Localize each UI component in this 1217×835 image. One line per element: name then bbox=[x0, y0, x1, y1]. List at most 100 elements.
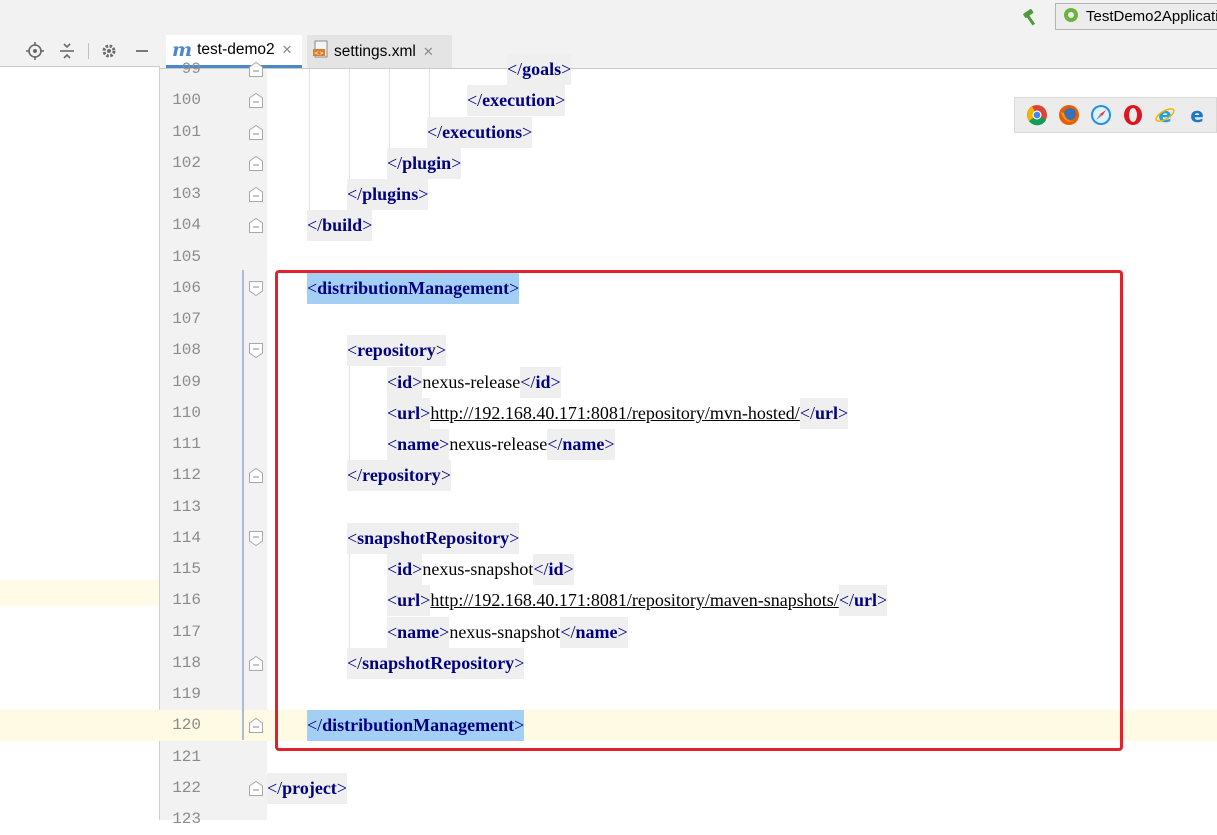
code-line[interactable]: 110<url>http://192.168.40.171:8081/repos… bbox=[0, 397, 1217, 429]
line-number: 106 bbox=[172, 278, 201, 297]
code-line[interactable]: 101</executions> bbox=[0, 116, 1217, 148]
code-text: </plugins> bbox=[347, 179, 429, 210]
xml-tag-name: plugin bbox=[402, 152, 452, 173]
svg-text:e: e bbox=[1158, 104, 1172, 126]
code-line[interactable]: 109<id>nexus-release</id> bbox=[0, 366, 1217, 398]
run-configuration-selector[interactable]: TestDemo2Applicatic bbox=[1055, 3, 1217, 30]
fold-end-icon[interactable] bbox=[248, 92, 264, 109]
fold-end-icon[interactable] bbox=[248, 124, 264, 141]
code-line[interactable]: 118</snapshotRepository> bbox=[0, 647, 1217, 679]
line-number: 114 bbox=[172, 528, 201, 547]
run-configuration-label: TestDemo2Applicatic bbox=[1086, 8, 1217, 25]
code-line[interactable]: 113 bbox=[0, 492, 1217, 523]
xml-tag-name: execution bbox=[482, 90, 556, 111]
line-number: 100 bbox=[172, 91, 201, 110]
xml-tag-name: snapshotRepository bbox=[357, 527, 510, 548]
code-text: </distributionManagement> bbox=[307, 710, 525, 742]
xml-file-icon: <> bbox=[313, 40, 329, 63]
code-line[interactable]: 102</plugin> bbox=[0, 147, 1217, 179]
code-line[interactable]: 104 </build> bbox=[0, 210, 1217, 242]
fold-end-icon[interactable] bbox=[248, 61, 264, 78]
code-line[interactable]: 120</distributionManagement> bbox=[0, 710, 1217, 742]
xml-tag-name: url bbox=[397, 402, 421, 423]
close-icon[interactable]: ✕ bbox=[422, 43, 434, 59]
fold-end-icon[interactable] bbox=[248, 186, 264, 203]
xml-tag: </repository> bbox=[347, 460, 451, 492]
code-line[interactable]: 114<snapshotRepository> bbox=[0, 522, 1217, 554]
close-icon[interactable]: ✕ bbox=[281, 42, 293, 57]
url-link[interactable]: http://192.168.40.171:8081/repository/mv… bbox=[430, 402, 800, 423]
xml-tag-name: url bbox=[853, 590, 877, 611]
internet-explorer-icon[interactable]: e bbox=[1153, 103, 1177, 127]
code-line[interactable]: 122</project> bbox=[0, 772, 1217, 804]
xml-tag-name: plugins bbox=[362, 184, 419, 204]
code-line[interactable]: 105 bbox=[0, 242, 1217, 273]
editor-tab-bar: m test-demo2 ✕ <> settings.xml ✕ bbox=[160, 35, 1217, 69]
fold-end-icon[interactable] bbox=[248, 780, 264, 797]
fold-end-icon[interactable] bbox=[248, 217, 264, 234]
code-line[interactable]: 106 <distributionManagement> bbox=[0, 272, 1217, 304]
xml-tag-name: name bbox=[397, 434, 440, 454]
xml-tag: </snapshotRepository> bbox=[347, 647, 525, 679]
text-value: nexus-snapshot bbox=[449, 621, 561, 642]
hide-panel-icon[interactable] bbox=[132, 41, 152, 61]
xml-tag: <id> bbox=[387, 366, 423, 398]
code-text: <name>nexus-release</name> bbox=[387, 429, 615, 460]
tab-test-demo2[interactable]: m test-demo2 ✕ bbox=[166, 35, 302, 68]
xml-tag-name: distributionManagement bbox=[322, 715, 515, 736]
collapse-all-icon[interactable] bbox=[57, 41, 77, 61]
code-line[interactable]: 111<name>nexus-release</name> bbox=[0, 429, 1217, 460]
locate-file-icon[interactable] bbox=[25, 41, 45, 61]
fold-marker-icon[interactable] bbox=[248, 280, 264, 297]
scope-indicator bbox=[242, 270, 244, 740]
fold-end-icon[interactable] bbox=[248, 155, 264, 172]
chrome-icon[interactable] bbox=[1025, 103, 1049, 127]
code-line[interactable]: 119 bbox=[0, 679, 1217, 710]
code-line[interactable]: 116<url>http://192.168.40.171:8081/repos… bbox=[0, 585, 1217, 617]
fold-marker-icon[interactable] bbox=[248, 530, 264, 547]
build-hammer-icon[interactable] bbox=[1020, 6, 1042, 28]
code-line[interactable]: 100</execution> bbox=[0, 85, 1217, 117]
indent-guide bbox=[309, 69, 310, 224]
fold-end-icon[interactable] bbox=[248, 467, 264, 484]
code-line[interactable]: 103</plugins> bbox=[0, 179, 1217, 210]
xml-tag: <repository> bbox=[347, 335, 446, 367]
xml-tag: </distributionManagement> bbox=[307, 710, 525, 742]
code-line[interactable]: 117<name>nexus-snapshot</name> bbox=[0, 616, 1217, 648]
firefox-icon[interactable] bbox=[1057, 103, 1081, 127]
xml-tag: <name> bbox=[387, 616, 450, 648]
panel-divider[interactable] bbox=[159, 67, 160, 820]
xml-tag-name: name bbox=[575, 621, 618, 642]
code-line[interactable]: 108<repository> bbox=[0, 335, 1217, 367]
tab-settings-xml[interactable]: <> settings.xml ✕ bbox=[307, 35, 452, 68]
indent-guide bbox=[349, 553, 350, 653]
edge-icon[interactable]: e bbox=[1185, 103, 1209, 127]
line-number: 102 bbox=[172, 153, 201, 172]
text-value: nexus-release bbox=[449, 434, 548, 454]
fold-end-icon[interactable] bbox=[248, 717, 264, 734]
code-text: </executions> bbox=[427, 116, 533, 148]
code-line[interactable]: 99</goals> bbox=[0, 54, 1217, 85]
code-text: <distributionManagement> bbox=[307, 272, 520, 304]
url-link[interactable]: http://192.168.40.171:8081/repository/ma… bbox=[430, 590, 839, 611]
line-number: 99 bbox=[181, 60, 201, 78]
gear-icon[interactable] bbox=[99, 41, 119, 61]
opera-icon[interactable] bbox=[1121, 103, 1145, 127]
svg-text:<>: <> bbox=[314, 50, 324, 57]
fold-end-icon[interactable] bbox=[248, 655, 264, 672]
xml-tag: </build> bbox=[307, 210, 373, 242]
xml-tag-name: url bbox=[814, 402, 838, 423]
line-number: 104 bbox=[172, 216, 201, 235]
code-line[interactable]: 115<id>nexus-snapshot</id> bbox=[0, 554, 1217, 585]
xml-tag: </url> bbox=[799, 397, 849, 429]
line-number: 119 bbox=[172, 685, 201, 703]
fold-marker-icon[interactable] bbox=[248, 342, 264, 359]
xml-tag: </name> bbox=[547, 429, 615, 460]
line-number: 112 bbox=[172, 466, 201, 485]
xml-tag: </url> bbox=[838, 585, 888, 617]
code-line[interactable]: 121 bbox=[0, 742, 1217, 773]
code-line[interactable]: 112 </repository> bbox=[0, 460, 1217, 492]
code-line[interactable]: 107 bbox=[0, 304, 1217, 335]
xml-tag-name: build bbox=[322, 215, 363, 236]
safari-icon[interactable] bbox=[1089, 103, 1113, 127]
